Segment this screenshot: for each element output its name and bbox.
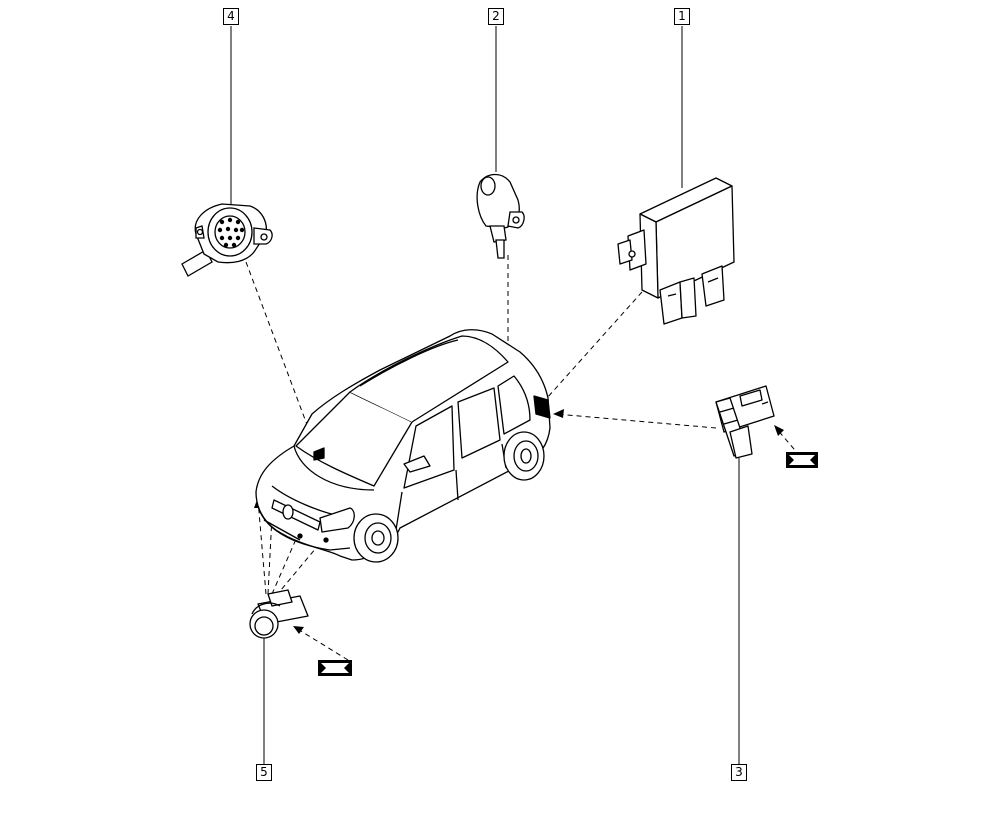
callout-2: 2 (488, 8, 504, 25)
connector-symbol-3 (786, 452, 818, 468)
connector-symbols (318, 452, 818, 676)
callout-1: 1 (674, 8, 690, 25)
location-line-1 (537, 291, 643, 409)
connector-sensor-icon (715, 385, 775, 459)
arrowhead-3 (553, 409, 564, 418)
callout-4: 4 (223, 8, 239, 25)
car-icon (255, 329, 551, 563)
callout-5: 5 (256, 764, 272, 781)
location-line-5a (257, 499, 267, 595)
leader-lines (230, 26, 740, 764)
callout-3: 3 (731, 764, 747, 781)
buzzer-speaker-icon (181, 203, 273, 277)
arrowhead-5-connector (293, 626, 304, 634)
door-switch-icon (476, 173, 525, 259)
parking-sensor-icon (249, 589, 309, 639)
arrowhead-3-connector (774, 425, 784, 436)
connector-symbol-5 (318, 660, 352, 676)
location-line-5b (267, 515, 273, 595)
location-line-4 (245, 261, 313, 439)
location-line-3 (555, 413, 717, 429)
control-unit-icon (617, 177, 735, 325)
location-line-5-connector (295, 627, 349, 661)
